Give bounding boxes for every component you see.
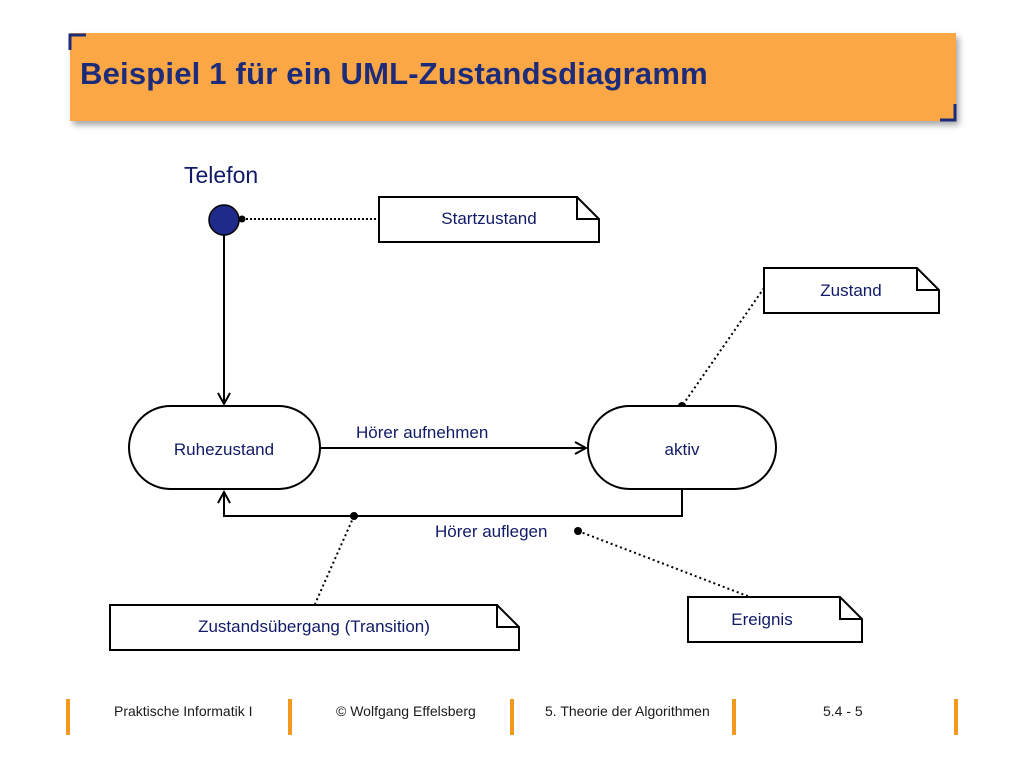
transition-hang-up-arrow	[224, 489, 683, 517]
event-note-connector	[577, 530, 751, 598]
state-ruhezustand-label: Ruhezustand	[174, 440, 274, 459]
note-startzustand-text: Startzustand	[441, 209, 536, 228]
note-ereignis-text: Ereignis	[731, 610, 792, 629]
slide-title: Beispiel 1 für ein UML-Zustandsdiagramm	[80, 56, 708, 91]
transition-note-connector	[314, 515, 355, 605]
footer-divider	[732, 699, 736, 735]
footer-page-number: 5.4 - 5	[823, 703, 863, 719]
state-aktiv-label: aktiv	[665, 440, 700, 459]
state-note-connector	[681, 287, 765, 407]
footer-divider	[954, 699, 958, 735]
transition-pick-up-label: Hörer aufnehmen	[356, 423, 488, 442]
note-zustandsuebergang-text: Zustandsübergang (Transition)	[198, 617, 430, 636]
transition-hang-up-label: Hörer auflegen	[435, 522, 547, 541]
footer-divider	[510, 699, 514, 735]
title-bar	[70, 33, 956, 121]
footer-divider	[288, 699, 292, 735]
note-zustand: Zustand	[763, 267, 940, 314]
footer-course: Praktische Informatik I	[114, 703, 253, 719]
footer-chapter: 5. Theorie der Algorithmen	[545, 703, 710, 719]
footer-divider	[66, 699, 70, 735]
state-aktiv: aktiv	[587, 405, 777, 490]
note-startzustand: Startzustand	[378, 196, 600, 243]
event-connector-dot	[574, 527, 582, 535]
initial-state-node	[208, 204, 240, 236]
note-ereignis: Ereignis	[687, 596, 863, 643]
start-connector-dot	[238, 215, 246, 223]
diagram-name: Telefon	[184, 162, 258, 188]
note-zustandsuebergang: Zustandsübergang (Transition)	[109, 604, 520, 651]
state-ruhezustand: Ruhezustand	[128, 405, 321, 490]
title-corner-brackets	[68, 33, 957, 122]
note-zustand-text: Zustand	[820, 281, 881, 300]
footer-author: © Wolfgang Effelsberg	[336, 703, 476, 719]
transition-connector-dot	[350, 512, 358, 520]
